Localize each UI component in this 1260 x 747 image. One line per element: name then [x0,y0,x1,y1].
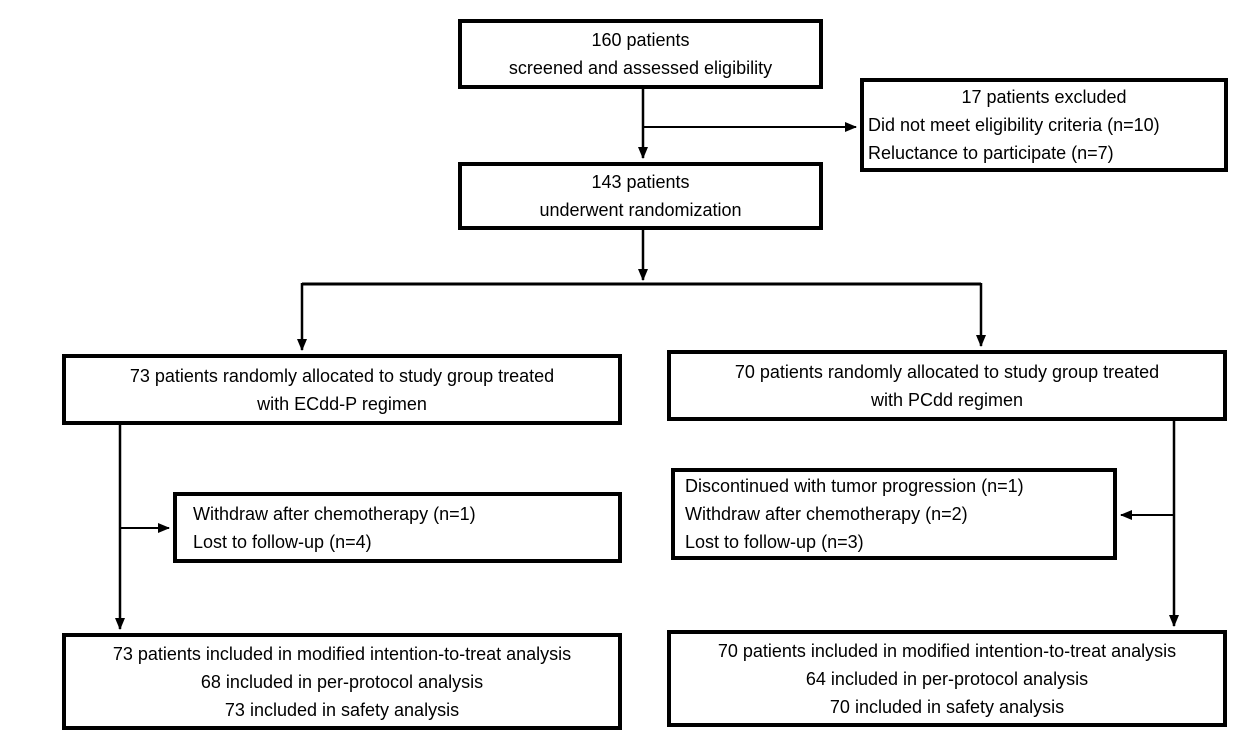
box-dropout-pcdd: Discontinued with tumor progression (n=1… [671,468,1117,560]
allocated-pcdd-line1: 70 patients randomly allocated to study … [734,361,1160,382]
box-analysis-pcdd: 70 patients included in modified intenti… [667,630,1227,727]
dropout-pcdd-withdraw: Withdraw after chemotherapy (n=2) [685,504,968,524]
box-excluded: 17 patients excluded Did not meet eligib… [860,78,1228,172]
screened-desc-line: screened and assessed eligibility [508,58,773,78]
box-dropout-ecddp: Withdraw after chemotherapy (n=1) Lost t… [173,492,622,563]
dropout-ecddp-withdraw: Withdraw after chemotherapy (n=1) [193,503,476,524]
screened-count-line: 160 patients [591,30,690,50]
dropout-pcdd-discontinued: Discontinued with tumor progression (n=1… [685,476,1024,496]
randomized-count-line: 143 patients [591,172,690,192]
box-analysis-ecddp: 73 patients included in modified intenti… [62,633,622,730]
box-allocated-pcdd: 70 patients randomly allocated to study … [667,350,1227,421]
box-allocated-ecddp: 73 patients randomly allocated to study … [62,354,622,425]
allocated-ecddp-line1: 73 patients randomly allocated to study … [129,365,555,386]
box-screened-eligibility: 160 patients screened and assessed eligi… [458,19,823,89]
excluded-reason-reluctance: Reluctance to participate (n=7) [868,143,1114,163]
dropout-pcdd-lost: Lost to follow-up (n=3) [685,532,864,552]
analysis-ecddp-pp: 68 included in per-protocol analysis [200,671,484,692]
allocated-pcdd-line2: with PCdd regimen [870,389,1024,410]
excluded-reason-eligibility: Did not meet eligibility criteria (n=10) [868,115,1160,135]
excluded-title: 17 patients excluded [961,87,1127,107]
analysis-pcdd-pp: 64 included in per-protocol analysis [805,668,1089,689]
allocated-ecddp-line2: with ECdd-P regimen [257,393,427,414]
analysis-ecddp-safety: 73 included in safety analysis [224,699,460,720]
analysis-ecddp-mitt: 73 patients included in modified intenti… [112,643,572,664]
analysis-pcdd-mitt: 70 patients included in modified intenti… [717,640,1177,661]
box-randomized: 143 patients underwent randomization [458,162,823,230]
analysis-pcdd-safety: 70 included in safety analysis [829,696,1065,717]
dropout-ecddp-lost: Lost to follow-up (n=4) [193,531,372,552]
randomized-desc-line: underwent randomization [539,200,742,220]
